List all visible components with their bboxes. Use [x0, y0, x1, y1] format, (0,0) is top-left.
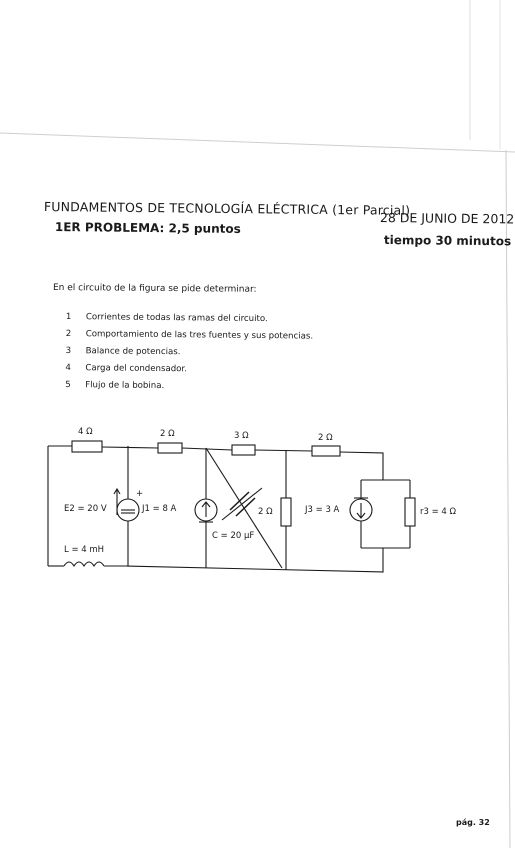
- problem-heading: 1ER PROBLEMA: 2,5 puntos: [54, 220, 241, 236]
- time-limit: tiempo 30 minutos: [383, 233, 512, 249]
- exam-date: 28 DE JUNIO DE 2012: [379, 210, 515, 227]
- problem-intro: En el circuito de la figura se pide dete…: [52, 283, 257, 295]
- page-number: pág. 32: [456, 818, 490, 827]
